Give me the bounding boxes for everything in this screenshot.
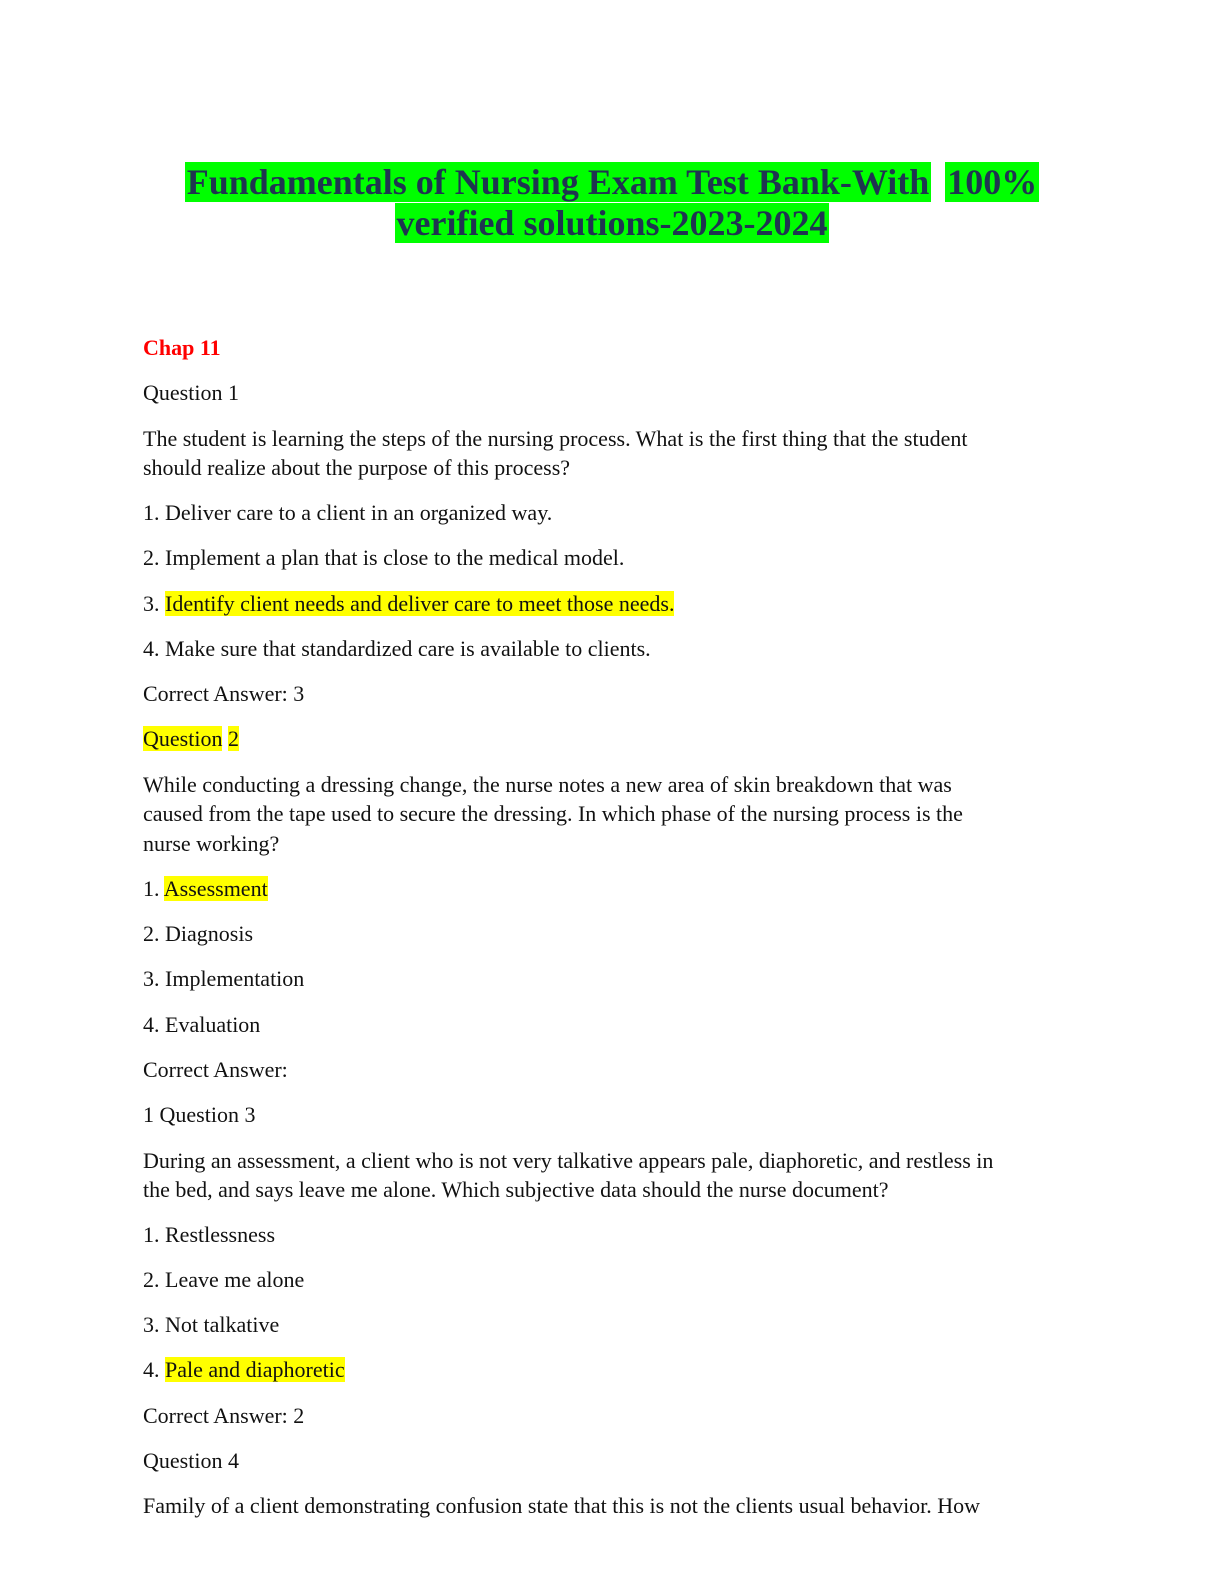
question-1-text-line-2: should realize about the purpose of this…: [143, 455, 571, 480]
question-2-option-1: 1. Assessment: [143, 874, 268, 903]
question-4-text-line-1: Family of a client demonstrating confusi…: [143, 1493, 981, 1518]
question-3-text-line-2: the bed, and says leave me alone. Which …: [143, 1177, 889, 1202]
question-1-option-3: 3. Identify client needs and deliver car…: [143, 589, 675, 618]
question-2-text-line-3: nurse working?: [143, 831, 280, 856]
chapter-heading: Chap 11: [143, 335, 221, 360]
document-title: Fundamentals of Nursing Exam Test Bank-W…: [0, 162, 1224, 202]
question-2-text-line-2: caused from the tape used to secure the …: [143, 801, 963, 826]
question-4-label: Question 4: [143, 1448, 239, 1473]
highlighted-option-text: Identify client needs and deliver care t…: [165, 591, 675, 616]
question-3-label: 1 Question 3: [143, 1102, 256, 1127]
question-2-option-4: 4. Evaluation: [143, 1012, 261, 1037]
question-1-option-2: 2. Implement a plan that is close to the…: [143, 545, 625, 570]
question-2-label-word: Question: [143, 726, 223, 751]
question-2-answer: Correct Answer:: [143, 1057, 288, 1082]
title-highlight-percent: 100%: [945, 162, 1040, 202]
question-2-text-line-1: While conducting a dressing change, the …: [143, 772, 952, 797]
option-number: 4.: [143, 1357, 160, 1382]
title-text-line-1: Fundamentals of Nursing Exam Test Bank-W…: [184, 162, 932, 202]
option-number: 3.: [143, 591, 160, 616]
highlighted-option-text: Assessment: [163, 876, 268, 901]
question-2-label-number: 2: [227, 726, 239, 751]
question-3-answer: Correct Answer: 2: [143, 1403, 305, 1428]
question-3-option-4: 4. Pale and diaphoretic: [143, 1355, 345, 1384]
question-1-text-line-1: The student is learning the steps of the…: [143, 426, 968, 451]
question-3-option-3: 3. Not talkative: [143, 1312, 280, 1337]
question-1-answer: Correct Answer: 3: [143, 681, 305, 706]
highlighted-option-text: Pale and diaphoretic: [165, 1357, 345, 1382]
question-1-option-4: 4. Make sure that standardized care is a…: [143, 636, 651, 661]
option-number: 1.: [143, 876, 160, 901]
question-1-label: Question 1: [143, 380, 239, 405]
question-3-text-line-1: During an assessment, a client who is no…: [143, 1148, 994, 1173]
question-2-option-3: 3. Implementation: [143, 966, 305, 991]
question-2-label: Question 2: [143, 724, 239, 753]
question-2-option-2: 2. Diagnosis: [143, 921, 253, 946]
title-text-line-2: verified solutions-2023-2024: [394, 203, 830, 243]
question-1-option-1: 1. Deliver care to a client in an organi…: [143, 500, 553, 525]
question-3-option-1: 1. Restlessness: [143, 1222, 275, 1247]
question-3-option-2: 2. Leave me alone: [143, 1267, 305, 1292]
document-title-line-2: verified solutions-2023-2024: [0, 203, 1224, 243]
